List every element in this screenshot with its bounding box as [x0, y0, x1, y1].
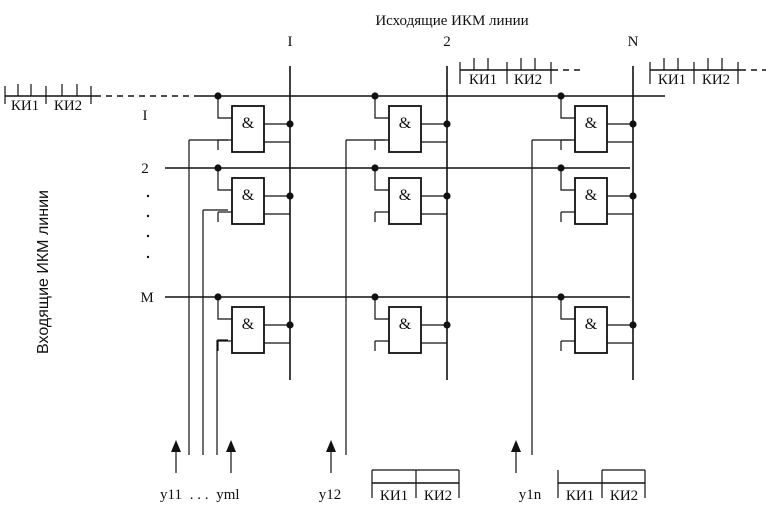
incoming-frame-cell-2: КИ2 — [54, 98, 82, 114]
output-label-2: 2 — [443, 34, 451, 50]
and-gate-box — [231, 177, 265, 225]
outgoing-frame-n-cell-1: КИ1 — [658, 72, 686, 88]
and-gate: & — [214, 164, 294, 225]
control-label-y12: y12 — [319, 487, 342, 503]
output-junction-dot — [286, 321, 294, 329]
output-junction-dot — [629, 120, 637, 128]
svg-text:y11 . . . yml: y11 . . . yml — [160, 487, 240, 503]
and-gates: & & & & & & & & & — [214, 92, 637, 354]
control-label-dots: . . . — [190, 487, 209, 503]
output-junction-dot — [443, 120, 451, 128]
and-gate-box — [574, 177, 608, 225]
input-label-2: 2 — [141, 161, 149, 177]
outgoing-lines-title: Исходящие ИКМ линии — [375, 13, 528, 29]
and-gate-box — [231, 306, 265, 354]
and-gate-box — [388, 105, 422, 153]
and-gate: & — [557, 293, 637, 354]
and-gate: & — [371, 293, 451, 354]
output-label-1: I — [288, 34, 293, 50]
and-gate: & — [557, 164, 637, 225]
bottom-frame-n: КИ1 КИ2 — [557, 469, 646, 504]
and-gate: & — [371, 92, 451, 153]
incoming-frame: КИ1 КИ2 — [4, 84, 200, 114]
output-junction-dot — [443, 192, 451, 200]
and-gate-symbol: & — [242, 115, 255, 132]
input-buses — [165, 95, 665, 298]
control-label-y11: y11 — [160, 487, 182, 503]
rows-ellipsis — [146, 194, 150, 259]
incoming-frame-cell-1: КИ1 — [11, 98, 39, 114]
and-gate-box — [388, 177, 422, 225]
and-gate-symbol: & — [585, 115, 598, 132]
control-lines — [188, 139, 571, 455]
output-junction-dot — [629, 321, 637, 329]
and-gate-box — [574, 306, 608, 354]
and-gate-box — [574, 105, 608, 153]
and-gate-symbol: & — [399, 316, 412, 333]
outgoing-frame-2-cell-1: КИ1 — [469, 72, 497, 88]
outgoing-frame-n-cell-2: КИ2 — [702, 72, 730, 88]
and-gate-symbol: & — [242, 187, 255, 204]
and-gate: & — [371, 164, 451, 225]
bottom-frame-n-cell-1: КИ1 — [566, 488, 594, 504]
input-label-m: M — [140, 290, 153, 306]
bottom-frame-2-cell-2: КИ2 — [424, 488, 452, 504]
output-junction-dot — [443, 321, 451, 329]
and-gate-box — [231, 105, 265, 153]
and-gate-symbol: & — [399, 115, 412, 132]
outgoing-frame-n: КИ1 КИ2 — [649, 58, 766, 88]
control-label-yml: yml — [216, 487, 239, 503]
and-gate-symbol: & — [399, 187, 412, 204]
and-gate-symbol: & — [242, 316, 255, 333]
outgoing-frame-2: КИ1 КИ2 — [459, 58, 580, 88]
output-junction-dot — [286, 192, 294, 200]
input-label-1: I — [143, 108, 148, 124]
bottom-frame-2: КИ1 КИ2 — [371, 469, 460, 504]
output-label-n: N — [628, 34, 639, 50]
output-junction-dot — [286, 120, 294, 128]
control-labels: y11 . . . yml y12 y1n — [160, 487, 542, 503]
incoming-lines-title: Входящие ИКМ линии — [35, 190, 52, 354]
outgoing-frame-2-cell-2: КИ2 — [514, 72, 542, 88]
bottom-frame-2-cell-1: КИ1 — [380, 488, 408, 504]
and-gate-symbol: & — [585, 316, 598, 333]
and-gate: & — [557, 92, 637, 153]
and-gate-box — [388, 306, 422, 354]
output-junction-dot — [629, 192, 637, 200]
and-gate-symbol: & — [585, 187, 598, 204]
and-gate: & — [214, 293, 294, 354]
and-gate: & — [214, 92, 294, 153]
control-arrows — [171, 440, 521, 473]
control-label-y1n: y1n — [519, 487, 542, 503]
bottom-frame-n-cell-2: КИ2 — [610, 488, 638, 504]
